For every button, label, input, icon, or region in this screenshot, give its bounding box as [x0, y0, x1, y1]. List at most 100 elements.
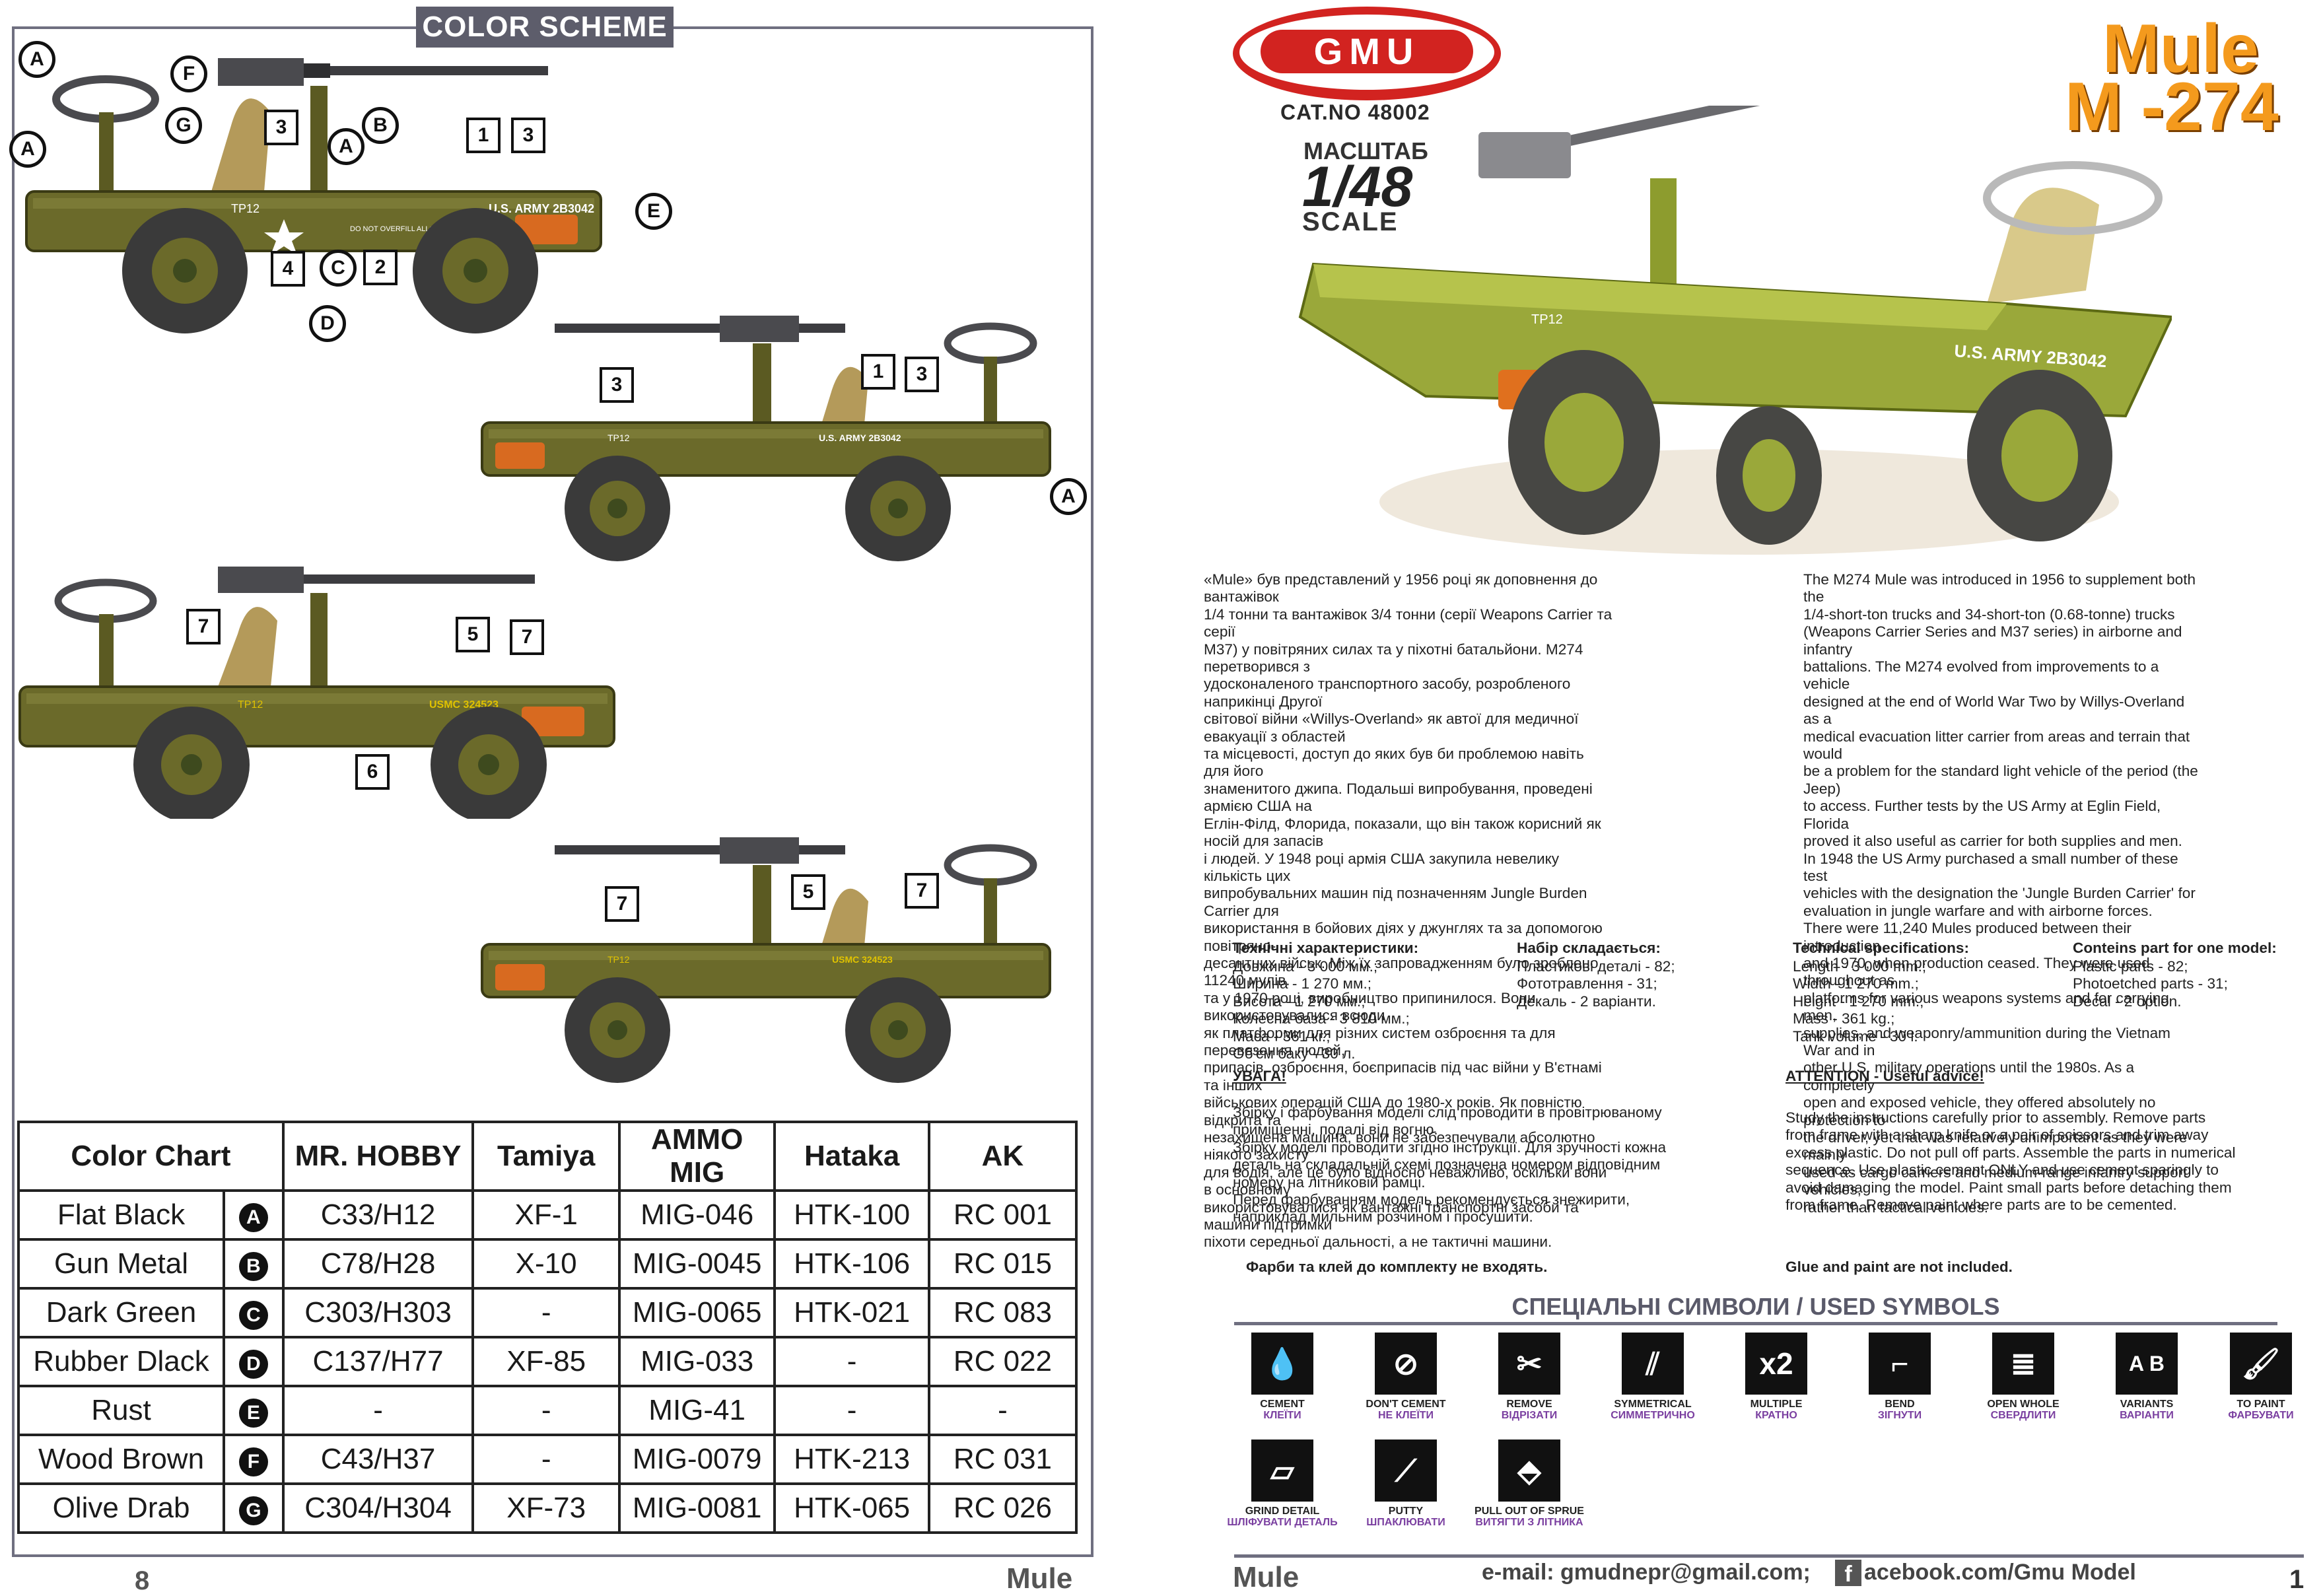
table-row: Rust E - - MIG-41 - - — [17, 1385, 1078, 1436]
callout-3: 3 — [905, 357, 939, 392]
page-number: 1 — [2289, 1565, 2305, 1594]
symbol-symmetrical: ⫽ SYMMETRICAL СИММЕТРИЧНО — [1597, 1333, 1709, 1421]
mr-hobby-code: C137/H77 — [281, 1336, 475, 1387]
pull-out-sprue-icon: ⬘ — [1498, 1440, 1560, 1502]
model-tp12: TP12 — [1531, 312, 1563, 327]
color-name: Flat Black — [17, 1189, 225, 1241]
kit-en: Plastic parts - 82; Photoetched parts - … — [2073, 958, 2228, 1010]
catalog-number: CAT.NO 48002 — [1280, 100, 1430, 124]
table-row: Rubber Dlack D C137/H77 XF-85 MIG-033 - … — [17, 1336, 1078, 1387]
ak-code: RC 026 — [927, 1482, 1078, 1534]
open-hole-icon: ≣ — [1992, 1333, 2054, 1395]
letter-badge: C — [238, 1301, 268, 1330]
symmetrical-icon: ⫽ — [1622, 1333, 1684, 1395]
symbol-pull-out-sprue: ⬘ PULL OUT OF SPRUE ВИТЯГТИ З ЛІТНИКА — [1473, 1440, 1585, 1528]
callout-c: C — [320, 250, 357, 287]
front-wheel — [122, 208, 248, 333]
symbol-label-ua: ВІДРІЗАТИ — [1501, 1410, 1558, 1421]
symbol-label-en: PUTTY — [1388, 1506, 1424, 1517]
color-letter: D — [223, 1336, 285, 1387]
tp12-mark: TP12 — [607, 954, 630, 965]
mr-hobby-code: C304/H304 — [281, 1482, 475, 1534]
tamiya-code: XF-73 — [471, 1482, 621, 1534]
color-letter: C — [223, 1287, 285, 1338]
contact-facebook[interactable]: acebook.com/Gmu Model — [1864, 1560, 2136, 1585]
symbol-label-ua: НЕ КЛЕЇТИ — [1377, 1410, 1434, 1421]
symbol-label-en: OPEN WHOLE — [1987, 1399, 2060, 1410]
table-row: Wood Brown F C43/H37 - MIG-0079 HTK-213 … — [17, 1434, 1078, 1485]
variants-icon: A B — [2116, 1333, 2178, 1395]
symbol-putty: ⟋ PUTTY ШПАКЛЮВАТИ — [1350, 1440, 1462, 1528]
callout-a: A — [9, 131, 46, 168]
right-page-info: GMU CAT.NO 48002 МАСШТАБ 1/48 SCALE Mule… — [1162, 0, 2323, 1594]
grind-detail-icon: ▱ — [1251, 1440, 1313, 1502]
attention-note-en: Glue and paint are not included. — [1786, 1259, 2013, 1275]
tp12-mark: TP12 — [607, 433, 630, 443]
bend-icon: ⌐ — [1869, 1333, 1931, 1395]
letter-badge: D — [238, 1350, 268, 1379]
model-title: Mule — [2102, 11, 2259, 87]
hataka-code: - — [773, 1385, 930, 1436]
callout-3: 3 — [264, 110, 298, 145]
history-text-ua: «Mule» був представлений у 1956 році як … — [1204, 571, 1612, 1251]
cement-drop-icon: 💧 — [1251, 1333, 1313, 1395]
scale-label-ua: МАСШТАБ — [1303, 137, 1428, 164]
specs-ua: Довжина - 3 000 мм.; Ширина - 1 270 мм.;… — [1233, 958, 1410, 1062]
color-letter: F — [223, 1434, 285, 1485]
symbol-label-en: MULTIPLE — [1750, 1399, 1803, 1410]
color-letter: A — [223, 1189, 285, 1241]
header-ak: AK — [927, 1121, 1078, 1192]
mr-hobby-code: C78/H28 — [281, 1238, 475, 1290]
vehicle-profile-4: USMC 324523 TP12 — [481, 837, 1051, 1083]
header-mr-hobby: MR. HOBBY — [281, 1121, 475, 1192]
attention-text-ua: Збірку і фарбування моделі слід проводит… — [1233, 1104, 1667, 1226]
callout-b: B — [362, 107, 399, 144]
tamiya-code: - — [471, 1385, 621, 1436]
facebook-icon: f — [1835, 1560, 1861, 1587]
callout-7: 7 — [186, 609, 221, 644]
symbol-label-ua: КРАТНО — [1755, 1410, 1797, 1421]
color-letter: G — [223, 1482, 285, 1534]
tamiya-code: XF-85 — [471, 1336, 621, 1387]
remove-knife-icon: ✂ — [1498, 1333, 1560, 1395]
contact-email[interactable]: e-mail: gmudnepr@gmail.com; — [1482, 1560, 1811, 1585]
kit-title-ua: Набір складається: — [1517, 940, 1661, 956]
symbol-label-ua: ШЛІФУВАТИ ДЕТАЛЬ — [1227, 1517, 1338, 1528]
specs-en: Length - 3 000 mm.; Width - 1 270 mm.; H… — [1793, 958, 1927, 1045]
color-name: Rust — [17, 1385, 225, 1436]
tamiya-code: XF-1 — [471, 1189, 621, 1241]
symbol-label-ua: ВАРІАНТИ — [2120, 1410, 2174, 1421]
symbol-label-ua: ФАРБУВАТИ — [2228, 1410, 2294, 1421]
hataka-code: HTK-213 — [773, 1434, 930, 1485]
model-wheels — [1508, 350, 2112, 545]
history-text-en: The M274 Mule was introduced in 1956 to … — [1803, 571, 2198, 1216]
ak-code: RC 022 — [927, 1336, 1078, 1387]
callout-3: 3 — [511, 118, 545, 153]
callout-a: A — [1050, 478, 1087, 515]
mr-hobby-code: C33/H12 — [281, 1189, 475, 1241]
hataka-code: HTK-106 — [773, 1238, 930, 1290]
symbol-label-ua: ВИТЯГТИ З ЛІТНИКА — [1475, 1517, 1583, 1528]
symbol-label-en: CEMENT — [1260, 1399, 1305, 1410]
model-designation: M -274 — [2065, 69, 2279, 145]
model-render-illustration: U.S. ARMY 2B3042 TP12 — [1298, 106, 2172, 555]
ak-code: RC 001 — [927, 1189, 1078, 1241]
rust-exhaust — [515, 215, 578, 244]
callout-3: 3 — [600, 367, 634, 403]
ak-code: RC 083 — [927, 1287, 1078, 1338]
symbol-label-ua: КЛЕЇТИ — [1263, 1410, 1301, 1421]
color-letter: B — [223, 1238, 285, 1290]
symbols-title: СПЕЦІАЛЬНІ СИМВОЛИ / USED SYMBOLS — [1511, 1293, 2000, 1320]
symbols-divider — [1234, 1322, 2277, 1325]
mr-hobby-code: C43/H37 — [281, 1434, 475, 1485]
callout-2: 2 — [363, 250, 398, 285]
ammo-mig-code: MIG-41 — [617, 1385, 777, 1436]
color-chart-table: Color Chart MR. HOBBY Tamiya AMMO MIG Ha… — [17, 1121, 1078, 1534]
scale-label-en: SCALE — [1302, 207, 1399, 236]
symbol-open-hole: ≣ OPEN WHOLE СВЕРДЛИТИ — [1967, 1333, 2079, 1421]
attention-title-en: ATTENTION - Useful advice! — [1786, 1068, 1984, 1084]
symbol-label-en: SYMMETRICAL — [1614, 1399, 1692, 1410]
callout-4: 4 — [271, 251, 305, 287]
color-name: Rubber Dlack — [17, 1336, 225, 1387]
symbol-label-ua: СВЕРДЛИТИ — [1990, 1410, 2056, 1421]
